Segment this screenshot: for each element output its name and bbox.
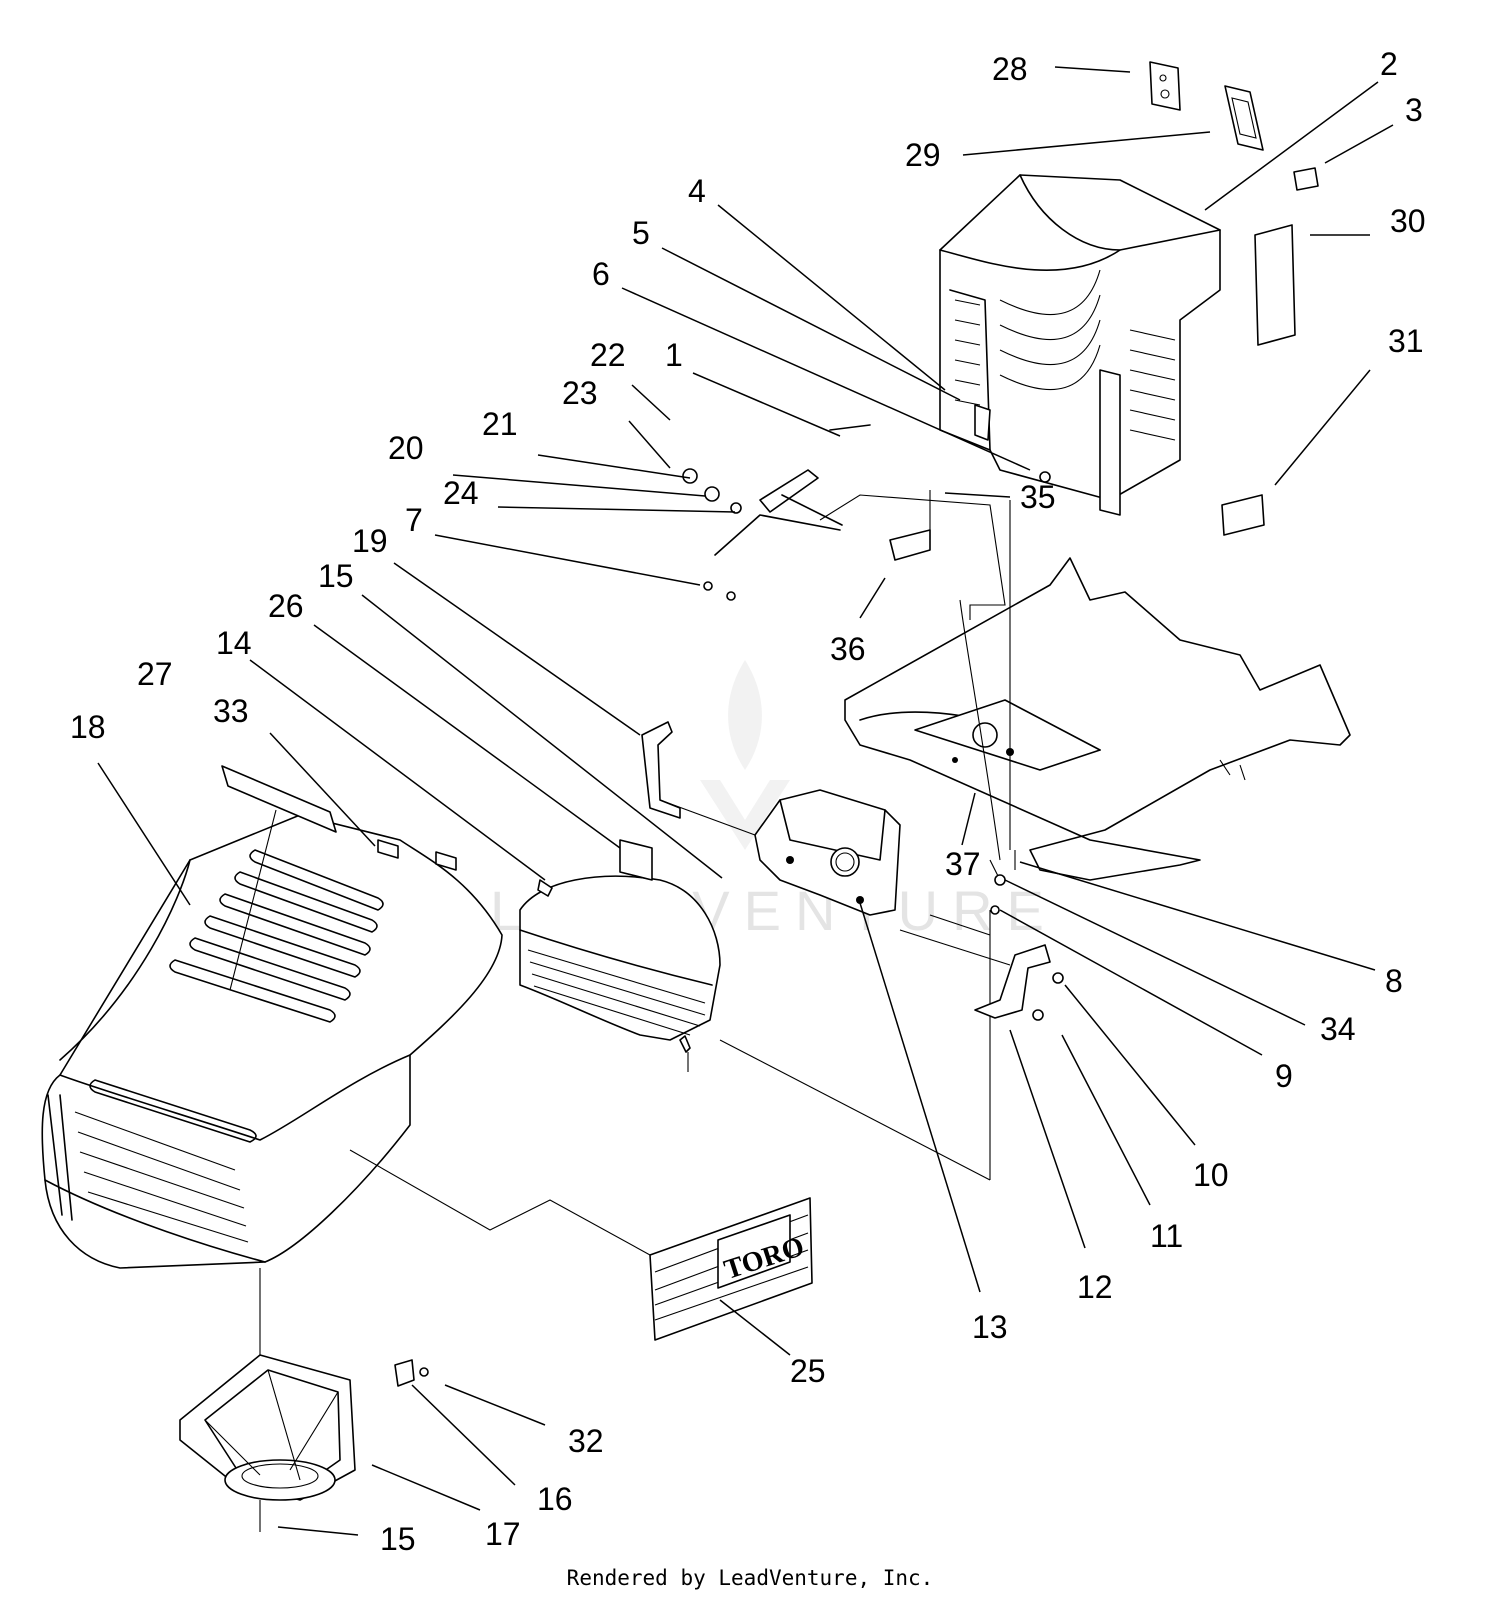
- headlight-basket: [179, 1354, 429, 1532]
- callout-3: 3: [1405, 92, 1423, 128]
- callout-35: 35: [1020, 479, 1056, 515]
- callout-5: 5: [632, 215, 650, 251]
- callout-6: 6: [592, 256, 610, 292]
- seat-pan: [939, 174, 1221, 516]
- callout-10: 10: [1193, 1157, 1229, 1193]
- hood-grille: [47, 1094, 249, 1243]
- callout-32: 32: [568, 1423, 604, 1459]
- hood-vents: [169, 849, 384, 1023]
- callout-12: 12: [1077, 1269, 1113, 1305]
- callout-33: 33: [213, 693, 249, 729]
- callout-4: 4: [688, 173, 706, 209]
- callout-26: 26: [268, 588, 304, 624]
- support-bracket: [899, 905, 1064, 1021]
- callout-21: 21: [482, 406, 518, 442]
- toro-side-panel: TORO: [349, 1149, 813, 1341]
- callout-15-upper: 15: [318, 558, 354, 594]
- callout-14: 14: [216, 625, 252, 661]
- callout-24: 24: [443, 475, 479, 511]
- callout-20: 20: [388, 430, 424, 466]
- callout-37: 37: [945, 846, 981, 882]
- callout-9: 9: [1275, 1058, 1293, 1094]
- callout-7: 7: [405, 502, 423, 538]
- dash-panel: [641, 721, 901, 916]
- callout-29: 29: [905, 137, 941, 173]
- callout-18: 18: [70, 709, 106, 745]
- leader-lines: [97, 66, 1394, 1536]
- seat-bracket: [819, 471, 1051, 620]
- cables: [719, 500, 1016, 1181]
- throttle-assembly: [682, 424, 871, 601]
- callout-19: 19: [352, 523, 388, 559]
- seat-decals: [1149, 61, 1319, 536]
- callout-27: 27: [137, 656, 173, 692]
- callout-11: 11: [1150, 1218, 1183, 1254]
- callout-8: 8: [1385, 963, 1403, 999]
- callout-labels: 28 2 3 29 4 30 5 6 31 22 1 23 21 20 35 2…: [70, 46, 1426, 1557]
- dash-housing: [519, 839, 721, 1072]
- callout-17: 17: [485, 1516, 521, 1552]
- callout-23: 23: [562, 375, 598, 411]
- callout-13: 13: [972, 1309, 1008, 1345]
- callout-1: 1: [665, 337, 683, 373]
- callout-36: 36: [830, 631, 866, 667]
- hood: [41, 814, 503, 1490]
- callout-28: 28: [992, 51, 1028, 87]
- hood-strip: [221, 765, 337, 991]
- callout-31: 31: [1388, 323, 1424, 359]
- callout-22: 22: [590, 337, 626, 373]
- callout-25: 25: [790, 1353, 826, 1389]
- callout-30: 30: [1390, 203, 1426, 239]
- callout-2: 2: [1380, 46, 1398, 82]
- hood-decals: [377, 839, 457, 871]
- callout-34: 34: [1320, 1011, 1356, 1047]
- callout-16: 16: [537, 1481, 573, 1517]
- footer-credit: Rendered by LeadVenture, Inc.: [566, 1566, 934, 1590]
- footrest: [844, 557, 1351, 881]
- callout-15-lower: 15: [380, 1521, 416, 1557]
